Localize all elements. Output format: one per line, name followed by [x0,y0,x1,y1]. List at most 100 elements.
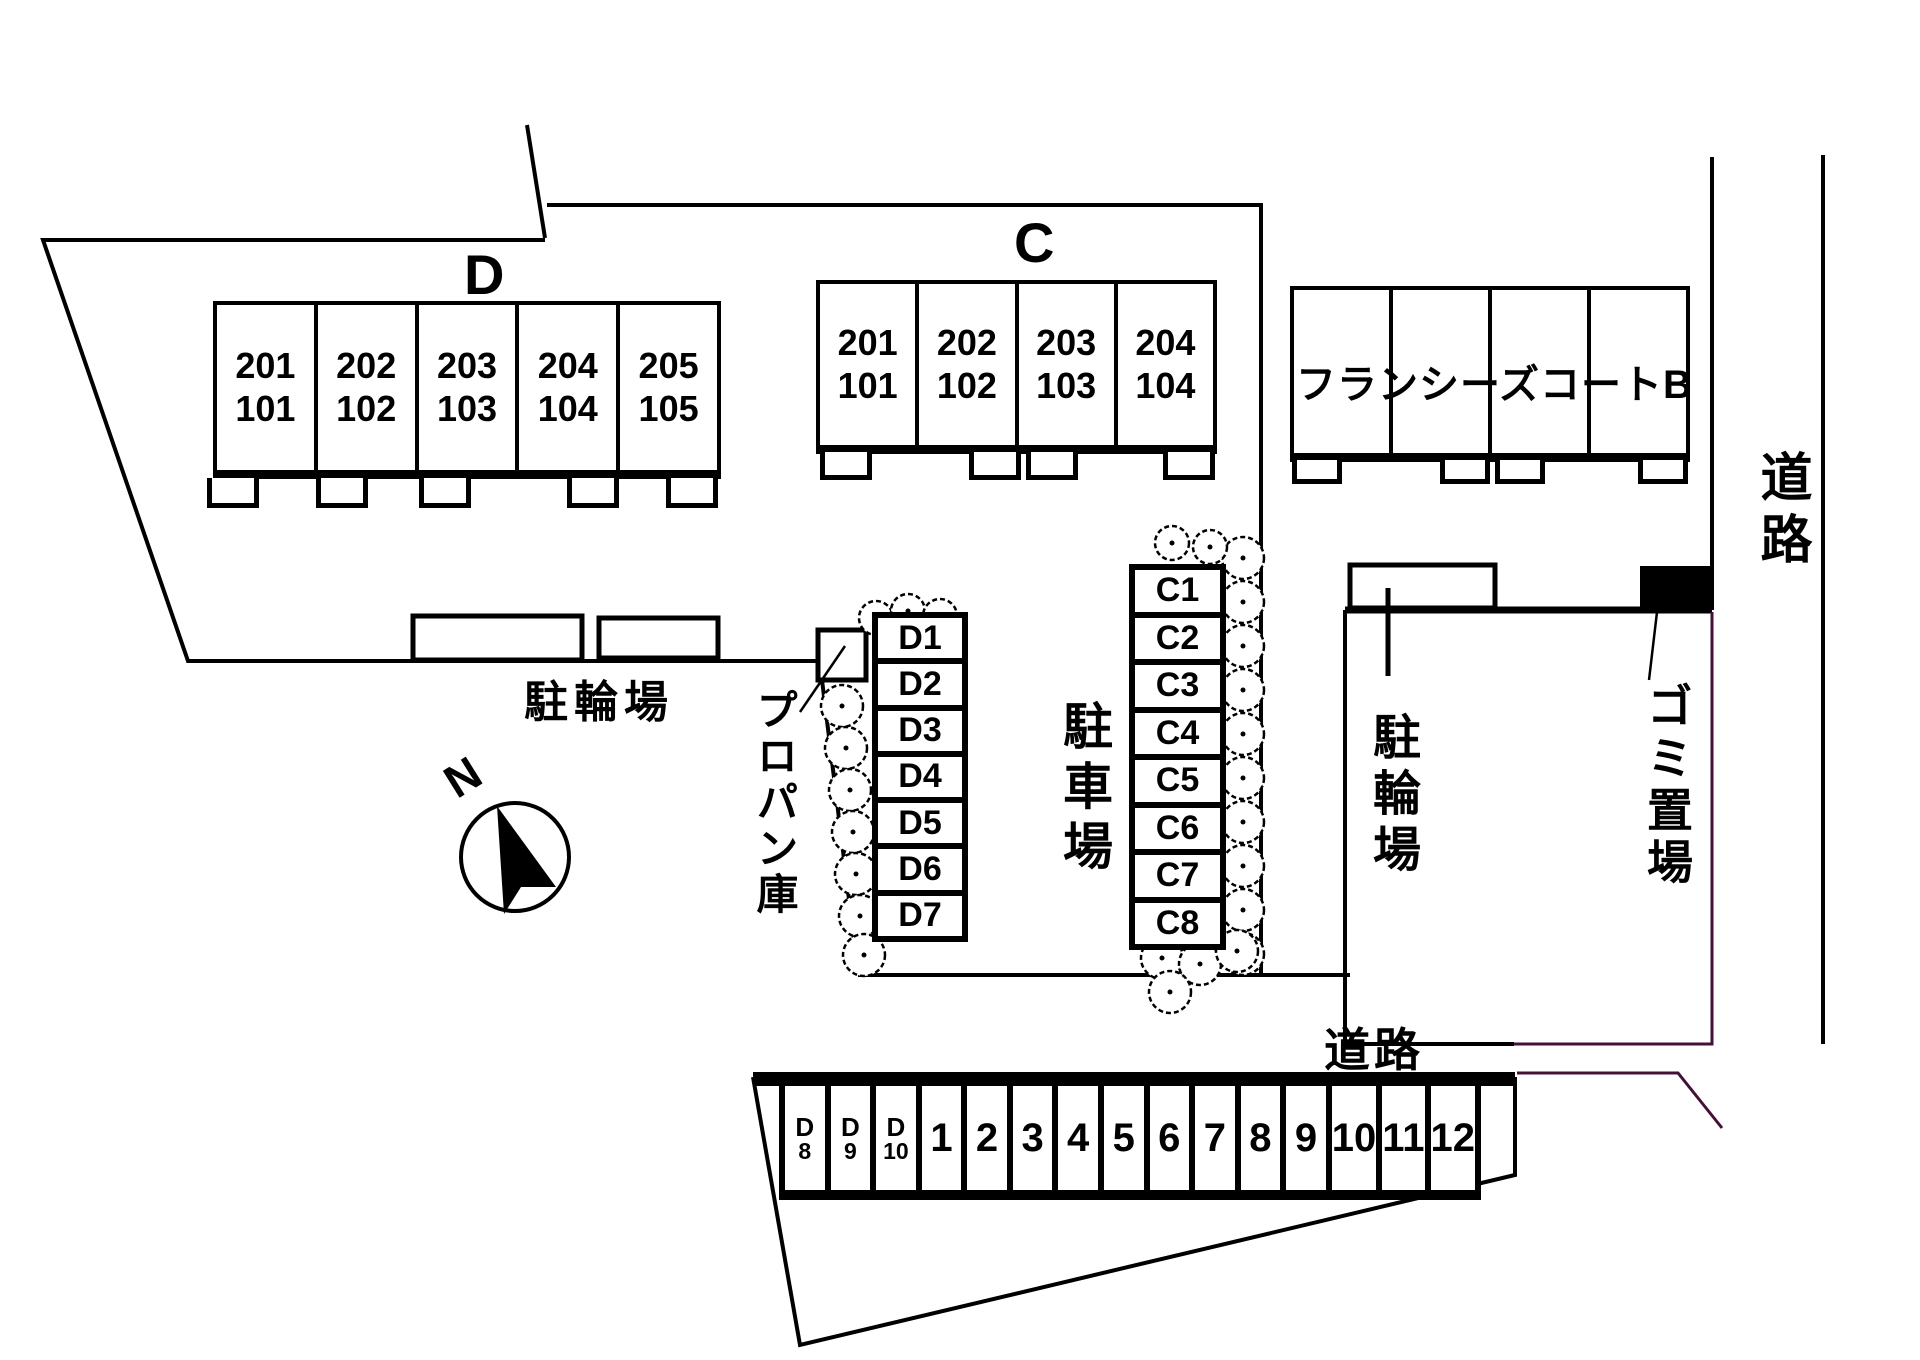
garbage-area-label: ゴミ置場 [1641,682,1693,890]
parking-stall: C6 [1135,801,1220,850]
stall-number: 8 [1249,1115,1272,1160]
parking-stall: 5 [1097,1086,1144,1190]
building-porch [316,478,368,508]
tree-icon [1214,928,1260,974]
unit-number-upper: 201 [837,322,898,364]
unit-number-lower: 101 [837,364,898,406]
parking-stall: C5 [1135,754,1220,802]
unit-number-lower: 103 [436,387,498,429]
tree-icon [827,767,873,813]
stall-number: 1 [930,1115,953,1160]
unit-number-upper: 204 [537,345,598,387]
tree-icon [1153,524,1191,562]
tree-icon [1220,755,1266,801]
unit-cell [1389,290,1488,453]
building-porch [666,478,718,508]
stall-number: 11 [1382,1115,1425,1160]
garbage-box [1640,566,1712,607]
parking-stall: D3 [878,704,962,751]
purple-boundary-line [1514,612,1714,1046]
unit-number-upper: 205 [638,345,699,387]
stall-number: 4 [1067,1115,1090,1160]
tree-icon [1191,528,1229,566]
parking-stall: 10 [1325,1086,1376,1190]
tree-icon [1220,887,1266,933]
boundary-line [751,1076,1517,1348]
bicycle-canopy [1347,562,1498,611]
leader-line [798,645,847,713]
tree-icon [1220,711,1266,757]
tree-icon [830,809,876,855]
building-porch [567,478,619,508]
unit-number-lower: 101 [235,387,296,429]
stall-number: 3 [1021,1115,1044,1160]
stall-letter: D [795,1111,815,1142]
building-porch [419,478,471,508]
parking-stall: C2 [1135,611,1220,660]
parking-stall: 3 [1006,1086,1053,1190]
boundary-line [525,124,547,239]
building-porch [1638,460,1688,484]
parking-stall: C1 [1155,571,1200,610]
purple-boundary-line [1517,1071,1724,1129]
tree-icon [823,725,869,771]
road-label-bottom: 道路 [1324,1024,1424,1076]
parking-stall: 11 [1376,1086,1425,1190]
car-parking-label: 駐車場 [1056,700,1112,880]
stall-letter: D [840,1111,860,1142]
compass-circle [459,801,571,913]
road-label-right: 道路 [1752,450,1810,574]
leader-line [1647,611,1659,681]
parking-stall: 9 [1280,1086,1326,1190]
propane-box [815,627,869,683]
unit-number-upper: 203 [436,345,498,387]
trees [819,524,1266,1015]
building-d-label: D [464,243,505,306]
building-b-title: フランシーズコートB [1296,363,1693,407]
unit-number-upper: 202 [936,322,997,364]
parking-stall: D2 [878,658,962,704]
unit-cell [1488,290,1587,453]
parking-row-top-bar [753,1072,1515,1086]
unit-number-upper: 201 [235,345,296,387]
tree-icon [819,683,865,729]
building-porch [1292,460,1342,484]
building-porch [207,478,259,508]
unit-number-upper: 202 [336,345,397,387]
building-porch [1495,460,1545,484]
boundary-line [547,203,1263,975]
unit-number-lower: 102 [336,387,397,429]
building-porch [1026,452,1078,480]
stall-number: 9 [1294,1115,1318,1160]
propane-storage-label: プロパン庫 [751,688,798,918]
parking-stall: D7 [878,889,962,936]
parking-stall: C7 [1135,849,1220,897]
unit-number-lower: 105 [638,387,699,429]
parking-stall: 8 [1234,1086,1281,1190]
tree-icon [1220,667,1266,713]
unit-number-lower: 103 [1036,364,1097,406]
stall-number: 9 [843,1137,857,1164]
unit-number-lower: 102 [936,364,997,406]
stall-number: 8 [798,1137,812,1164]
parking-stall: D5 [878,797,962,843]
stall-number: 10 [883,1137,909,1164]
stall-letter: D [886,1111,906,1142]
bicycle-shed [596,615,721,661]
tree-icon [841,932,887,978]
